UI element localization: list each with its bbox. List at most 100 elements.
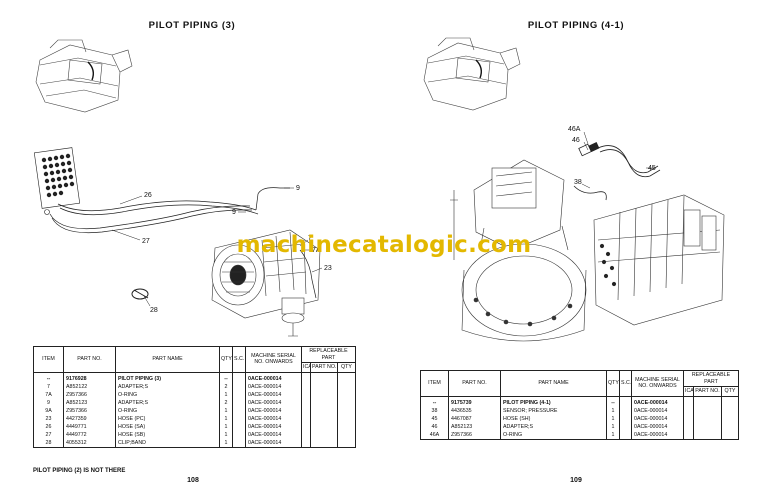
cell-sc <box>619 414 632 423</box>
cell-empty <box>337 390 356 399</box>
page-number-right: 109 <box>570 477 582 484</box>
cell-sc <box>232 390 246 399</box>
cell-empty <box>337 414 356 423</box>
cell-part-name: O-RING <box>500 430 607 440</box>
cell-part-no: 4449771 <box>63 422 116 431</box>
cell-qty: 1 <box>606 430 620 440</box>
callout-38: 38 <box>574 179 582 186</box>
header-item: ITEM <box>33 346 64 373</box>
watermark: machinecatalogic.com <box>236 232 532 258</box>
cell-part-no: A852123 <box>448 422 501 431</box>
cell-item: 46A <box>420 430 449 440</box>
pressure-sensor-hose <box>573 142 661 201</box>
cell-serial: 0ACE-000014 <box>631 414 684 423</box>
cell-part-no: Z957366 <box>448 430 501 440</box>
cell-sc <box>232 406 246 415</box>
header-qty: QTY <box>606 370 620 397</box>
cell-empty <box>301 372 311 383</box>
cell-empty <box>337 398 356 407</box>
cell-part-name: PILOT PIPING (3) <box>115 372 220 383</box>
cell-empty <box>683 430 694 440</box>
cell-empty <box>301 390 311 399</box>
header-rep-part-no: PART NO. <box>693 386 722 397</box>
cell-empty <box>683 406 694 415</box>
clip-band <box>131 288 149 300</box>
cell-sc <box>232 414 246 423</box>
cell-item: -- <box>420 396 449 407</box>
callout-26: 26 <box>144 192 152 199</box>
callout-45: 45 <box>648 165 656 172</box>
cell-part-no: A852123 <box>63 398 116 407</box>
cell-part-name: SENSOR; PRESSURE <box>500 406 607 415</box>
cell-empty <box>310 390 338 399</box>
cell-part-name: O-RING <box>115 390 220 399</box>
cell-item: 9 <box>33 398 64 407</box>
cell-item: 9A <box>33 406 64 415</box>
cell-sc <box>232 422 246 431</box>
cell-empty <box>310 422 338 431</box>
callout-leaders-right <box>581 131 654 189</box>
cell-sc <box>619 406 632 415</box>
callout-27: 27 <box>142 238 150 245</box>
cell-part-name: ADAPTER;S <box>500 422 607 431</box>
cell-part-name: HOSE (SA) <box>115 422 220 431</box>
parts-diagram-left: 26 27 9 9 7 7A 23 28 <box>33 39 332 337</box>
cell-serial: 0ACE-000014 <box>245 382 302 391</box>
cell-qty: 1 <box>606 414 620 423</box>
cell-item: 45 <box>420 414 449 423</box>
cell-empty <box>337 382 356 391</box>
cell-part-name: ADAPTER;S <box>115 382 220 391</box>
cell-serial: 0ACE-000014 <box>245 430 302 439</box>
header-rep-part-no: PART NO. <box>310 362 338 373</box>
cell-part-name: PILOT PIPING (4-1) <box>500 396 607 407</box>
cell-part-name: HOSE (SH) <box>500 414 607 423</box>
header-item: ITEM <box>420 370 449 397</box>
footnote: PILOT PIPING (2) IS NOT THERE <box>33 468 126 474</box>
swing-motor-assembly <box>450 159 587 342</box>
cell-serial: 0ACE-000014 <box>245 422 302 431</box>
header-ica: ICA <box>301 362 311 373</box>
hose-lines-left <box>49 187 317 299</box>
cell-empty <box>301 398 311 407</box>
cell-empty <box>337 372 356 383</box>
cell-qty: 1 <box>219 438 233 448</box>
cell-empty <box>683 422 694 431</box>
cell-item: 27 <box>33 430 64 439</box>
cell-empty <box>721 414 739 423</box>
excavator-thumbnail-right <box>423 37 521 111</box>
header-serial: MACHINE SERIAL NO. ONWARDS <box>631 370 684 397</box>
cell-empty <box>337 438 356 448</box>
header-replaceable: REPLACEABLE PART <box>683 370 739 387</box>
callout-7: 7 <box>308 235 312 242</box>
cell-item: 38 <box>420 406 449 415</box>
cell-part-name: CLIP;BAND <box>115 438 220 448</box>
cell-sc <box>619 396 632 407</box>
callout-7a: 7A <box>312 247 321 254</box>
cell-serial: 0ACE-000014 <box>245 372 302 383</box>
header-ica: ICA <box>683 386 694 397</box>
cell-serial: 0ACE-000014 <box>631 396 684 407</box>
header-replaceable: REPLACEABLE PART <box>301 346 356 363</box>
callout-46a: 46A <box>568 126 581 133</box>
cell-serial: 0ACE-000014 <box>631 406 684 415</box>
cell-empty <box>301 422 311 431</box>
cell-serial: 0ACE-000014 <box>631 422 684 431</box>
cell-qty: 1 <box>219 414 233 423</box>
pilot-valve-block <box>33 147 81 215</box>
cell-serial: 0ACE-000014 <box>245 414 302 423</box>
header-serial: MACHINE SERIAL NO. ONWARDS <box>245 346 302 373</box>
cell-empty <box>310 398 338 407</box>
cell-empty <box>693 422 722 431</box>
header-qty: QTY <box>219 346 233 373</box>
cell-serial: 0ACE-000014 <box>245 390 302 399</box>
cell-sc <box>232 398 246 407</box>
callout-9-upper: 9 <box>296 185 300 192</box>
cell-empty <box>693 396 722 407</box>
